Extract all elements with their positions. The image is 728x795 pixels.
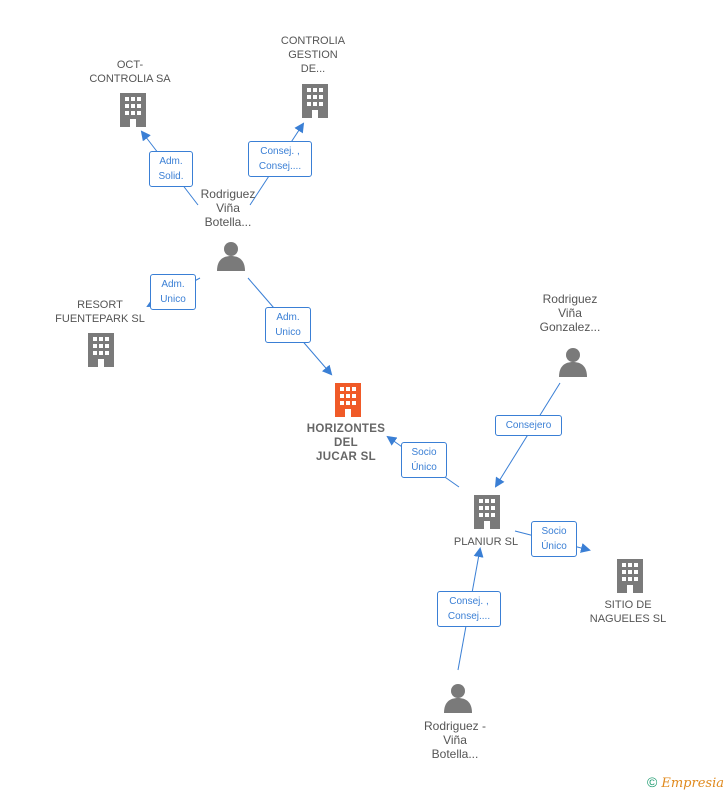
building-icon[interactable] [88, 333, 114, 367]
edge-label-consejero[interactable]: Consejero [495, 415, 562, 436]
copyright-icon: © [647, 774, 658, 790]
edge-label-socio-unico-sitio[interactable]: Socio Único [531, 521, 577, 557]
node-label-rodriguez-botella-1[interactable]: Rodriguez Viña Botella... [200, 187, 256, 229]
edge-label-socio-unico-horizontes[interactable]: Socio Único [401, 442, 447, 478]
building-icon[interactable] [474, 495, 500, 529]
node-label-sitio-nagueles[interactable]: SITIO DE NAGUELES SL [589, 599, 667, 625]
node-label-resort-fuentepark[interactable]: RESORT FUENTEPARK SL [55, 299, 145, 325]
node-label-rodriguez-botella-2[interactable]: Rodriguez - Viña Botella... [423, 719, 487, 761]
edge-label-consej-controlia[interactable]: Consej. , Consej.... [248, 141, 312, 177]
edge-label-adm-unico-resort[interactable]: Adm. Unico [150, 274, 196, 310]
person-icon[interactable] [217, 242, 245, 271]
building-icon[interactable] [335, 383, 361, 417]
node-label-rodriguez-gonzalez[interactable]: Rodriguez Viña Gonzalez... [539, 292, 601, 334]
brand-name: Empresia [661, 776, 724, 791]
brand-logo: ©Empresia [647, 774, 724, 791]
node-label-oct-controlia[interactable]: OCT- CONTROLIA SA [89, 59, 171, 85]
building-icon[interactable] [302, 84, 328, 118]
node-label-horizontes[interactable]: HORIZONTES DEL JUCAR SL [306, 423, 386, 463]
building-icon[interactable] [120, 93, 146, 127]
node-label-planiur[interactable]: PLANIUR SL [453, 536, 519, 548]
person-icon[interactable] [444, 684, 472, 713]
building-icon[interactable] [617, 559, 643, 593]
edge-label-adm-unico-horizontes[interactable]: Adm. Unico [265, 307, 311, 343]
node-label-controlia-gestion[interactable]: CONTROLIA GESTION DE... [280, 35, 346, 75]
edge-label-consej-planiur[interactable]: Consej. , Consej.... [437, 591, 501, 627]
edge-label-adm-solid[interactable]: Adm. Solid. [149, 151, 193, 187]
person-icon[interactable] [559, 348, 587, 377]
